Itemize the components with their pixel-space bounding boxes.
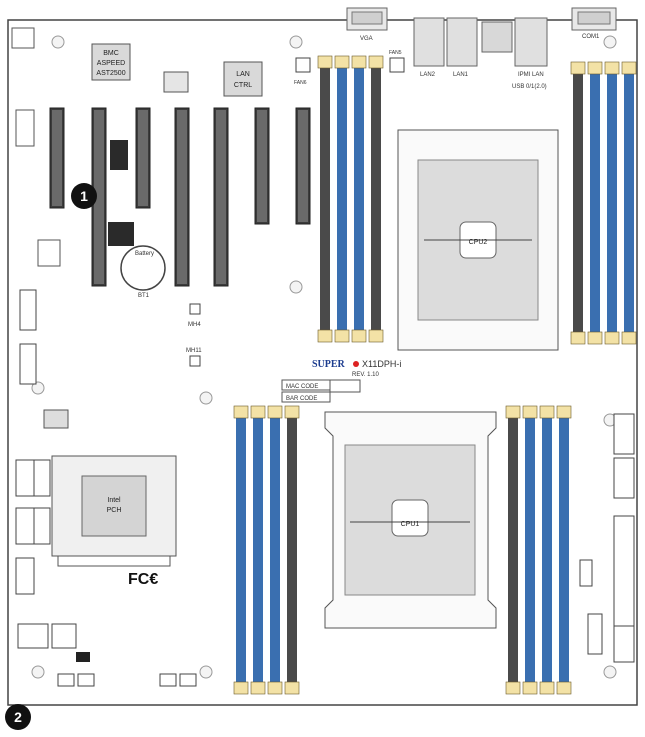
callout-2-number: 2 xyxy=(14,709,22,725)
callout-1-number: 1 xyxy=(80,188,88,204)
callout-2: 2 xyxy=(5,704,31,730)
callout-1: 1 xyxy=(71,183,97,209)
lan1-port xyxy=(446,17,478,67)
fan5-label: FAN5 xyxy=(389,50,402,56)
cpu1-label: CPU1 xyxy=(401,521,420,528)
com1-label: COM1 xyxy=(582,34,600,40)
fan-headers-top: FAN6 FAN5 xyxy=(294,50,405,86)
usb-label: USB 0/1(2.0) xyxy=(512,84,547,90)
lan1-label: LAN1 xyxy=(453,72,469,78)
bar-code-label: BAR CODE xyxy=(286,396,317,402)
brand-logo: SUPER xyxy=(312,359,346,370)
mh4-label: MH4 xyxy=(188,322,201,328)
battery-label: Battery xyxy=(135,251,154,257)
model-label: X11DPH-i xyxy=(362,359,401,369)
bmc-label-1: BMC xyxy=(103,50,119,57)
dimm-group-cpu2-right xyxy=(570,61,637,345)
lan-controller-chip: LAN CTRL xyxy=(223,61,263,97)
bmc-label-2: ASPEED xyxy=(97,60,125,67)
pch-chip: Intel PCH xyxy=(51,455,177,567)
rear-io: LAN2 LAN1 IPMI LAN USB 0/1(2.0) VGA COM1 xyxy=(346,7,617,90)
lan-ctrl-label-2: CTRL xyxy=(234,82,252,89)
bottom-left-headers xyxy=(17,623,197,687)
revision-label: REV. 1.10 xyxy=(352,372,379,378)
cpu1-socket: CPU1 xyxy=(324,411,497,629)
bmc-label-3: AST2500 xyxy=(96,70,125,77)
lan2-label: LAN2 xyxy=(420,72,436,78)
power-connectors xyxy=(579,413,635,663)
mac-code-label: MAC CODE xyxy=(286,384,318,390)
left-connectors xyxy=(11,27,134,429)
ipmi-lan-port xyxy=(514,17,548,67)
bt1-label: BT1 xyxy=(138,293,150,299)
code-labels: MAC CODE BAR CODE xyxy=(281,379,361,403)
fcc-mark: FC€ xyxy=(128,571,158,588)
pch-label-2: PCH xyxy=(107,507,122,514)
sata-connectors xyxy=(15,459,51,595)
lan2-port xyxy=(413,17,445,67)
mounting-holes xyxy=(31,35,617,679)
brand-label: SUPER X11DPH-i REV. 1.10 xyxy=(312,359,401,378)
mh11-label: MH11 xyxy=(186,348,202,354)
cpu2-socket: CPU2 xyxy=(397,129,559,351)
ipmi-lan-label: IPMI LAN xyxy=(518,72,544,78)
lan-ctrl-label-1: LAN xyxy=(236,71,250,78)
battery: Battery BT1 xyxy=(120,245,166,299)
bmc-chip: BMC ASPEED AST2500 xyxy=(91,43,131,81)
dimm-group-cpu2-left xyxy=(317,55,384,343)
dimm-group-cpu1-left xyxy=(233,405,300,695)
fan6-label: FAN6 xyxy=(294,80,307,86)
small-chip xyxy=(163,71,189,93)
cpu2-label: CPU2 xyxy=(469,239,488,246)
dimm-group-cpu1-right xyxy=(505,405,572,695)
vga-label: VGA xyxy=(360,36,373,42)
usb-ports xyxy=(481,21,513,53)
mh-markers: MH4 MH11 xyxy=(186,303,202,367)
pcie-slots xyxy=(49,107,311,287)
pch-label-1: Intel xyxy=(107,497,121,504)
